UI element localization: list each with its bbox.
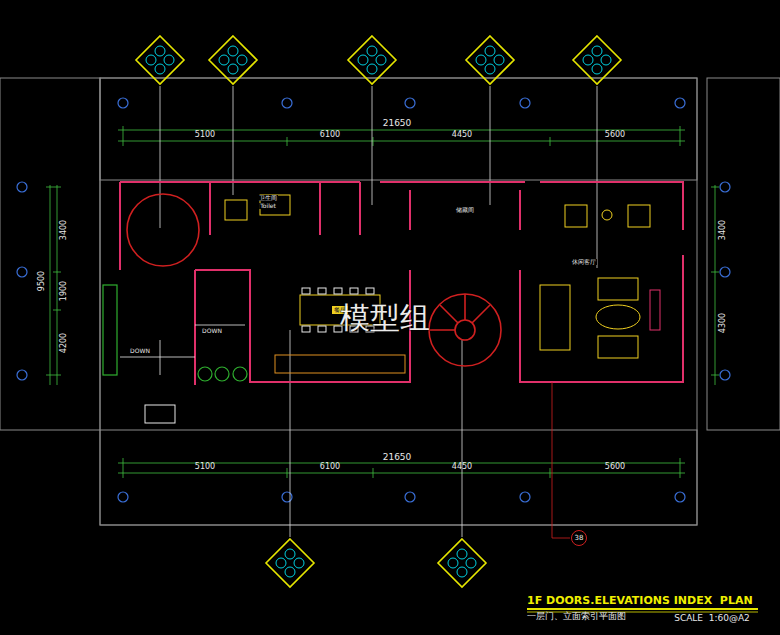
room-name: Toilet xyxy=(259,203,277,209)
room-name: 储藏间 xyxy=(455,207,475,213)
dimension: 5100 xyxy=(195,131,215,139)
room-name: 卫生间 xyxy=(258,195,278,201)
dimension: 6100 xyxy=(320,463,340,471)
callout-circle: 38 xyxy=(571,530,587,546)
callout-number: 38 xyxy=(575,535,584,542)
dimension: 4450 xyxy=(452,463,472,471)
dimension: 6100 xyxy=(320,131,340,139)
dimension: 5600 xyxy=(605,463,625,471)
dimension: 4300 xyxy=(719,313,727,333)
dimension: 9500 xyxy=(38,271,46,291)
dimension: 3400 xyxy=(60,220,68,240)
scale-note: SCALE 1:60@A2 xyxy=(674,614,750,623)
drawing-caption: 一层门、立面索引平面图 xyxy=(527,612,626,621)
dimension: 4200 xyxy=(60,333,68,353)
dimension: 5100 xyxy=(195,463,215,471)
stair-note: DOWN xyxy=(129,348,151,354)
dimension: 21650 xyxy=(383,453,412,462)
stair-note: DOWN xyxy=(201,328,223,334)
dimension: 21650 xyxy=(383,119,412,128)
dimension: 4450 xyxy=(452,131,472,139)
drawing-title: 1F DOORS.ELEVATIONS INDEX PLAN xyxy=(527,595,753,606)
dimension: 3400 xyxy=(719,220,727,240)
dimension: 1900 xyxy=(60,281,68,301)
watermark: 模型组 xyxy=(340,303,430,333)
dimension: 5600 xyxy=(605,131,625,139)
room-name: 休闲客厅 xyxy=(571,259,597,265)
